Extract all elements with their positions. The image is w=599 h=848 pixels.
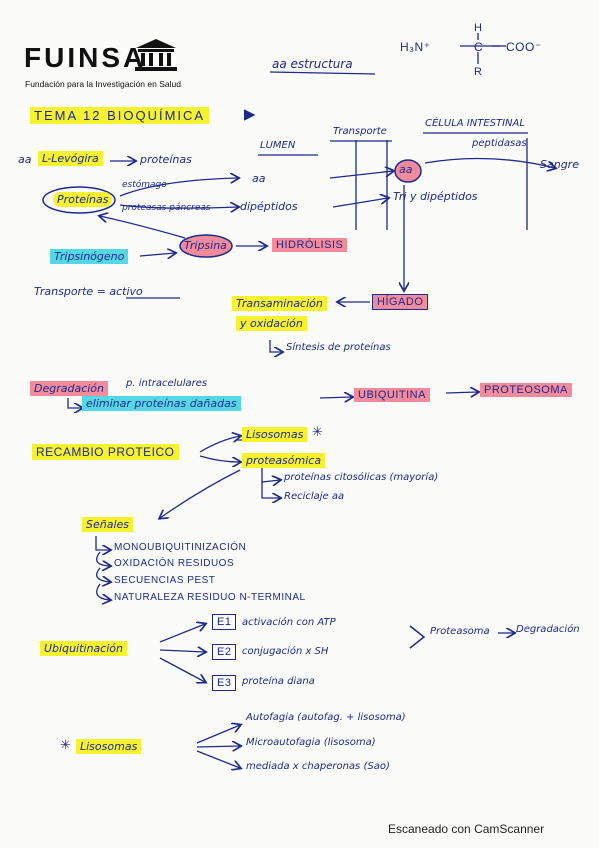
page-title: TEMA 12 BIOQUÍMICA <box>30 107 210 124</box>
logo-subtitle: Fundación para la Investigación en Salud <box>25 79 181 89</box>
note-higado: HÍGADO <box>372 294 429 310</box>
note-estomago: estómago <box>122 180 167 190</box>
logo-name: FUINSA <box>24 42 147 73</box>
note-reciclaje: Reciclaje aa <box>284 491 345 502</box>
signal-4: NATURALEZA RESIDUO N-TERMINAL <box>114 592 306 603</box>
formula-top: H <box>474 22 483 34</box>
note-transaminacion: Transaminación <box>232 296 327 311</box>
header-transport: Transporte <box>333 126 387 137</box>
e1-text: activación con ATP <box>242 617 336 628</box>
note-proteinas: proteínas <box>140 153 192 166</box>
note-microautofagia: Microautofagia (lisosoma) <box>246 737 376 748</box>
note-tripsina: Tripsina <box>184 239 227 252</box>
e3-box: E3 <box>212 675 237 691</box>
note-sintesis: Síntesis de proteínas <box>286 342 391 353</box>
formula-bottom: R <box>474 66 483 78</box>
header-lumen: LUMEN <box>260 140 296 151</box>
e2-box: E2 <box>212 644 237 660</box>
e2-text: conjugación x SH <box>242 646 329 657</box>
note-l-levogira: L-Levógira <box>38 151 103 166</box>
note-elimina: eliminar proteínas dañadas <box>82 396 241 411</box>
asterisk2-icon: ✳ <box>60 738 71 753</box>
note-degradacion2: Degradación <box>516 624 580 635</box>
e1-box: E1 <box>212 614 237 630</box>
signal-1: MONOUBIQUITINIZACIÓN <box>114 542 247 553</box>
note-proteasoma: Proteasoma <box>430 626 490 637</box>
note-recambio: RECAMBIO PROTEICO <box>32 444 179 460</box>
formula-c: C <box>474 40 484 54</box>
note-citosolicas: proteínas citosólicas (mayoría) <box>284 472 439 483</box>
note-pancreas: proteasas páncreas <box>122 203 211 213</box>
note-aa-circle: aa <box>399 163 413 176</box>
signal-3: SECUENCIAS PEST <box>114 575 216 586</box>
note-peptidasas: peptidasas <box>472 138 527 149</box>
note-chaperonas: mediada x chaperonas (Sao) <box>246 761 390 772</box>
note-ubiquitinacion: Ubiquitinación <box>40 641 127 656</box>
note-degradacion: Degradación <box>30 381 109 396</box>
note-proteosoma: PROTEOSOMA <box>480 383 572 397</box>
signal-2: OXIDACIÓN RESIDUOS <box>114 558 235 569</box>
note-intracelulares: p. intracelulares <box>126 378 208 389</box>
note-tri-di: Tri y dipéptidos <box>393 190 478 203</box>
footer-watermark: Escaneado con CamScanner <box>388 822 545 836</box>
note-hidrolisis: HIDRÓLISIS <box>272 238 348 252</box>
note-autofagia: Autofagia (autofag. + lisosoma) <box>246 712 406 723</box>
formula-right: COO⁻ <box>506 40 542 54</box>
asterisk-icon: ✳ <box>312 425 323 440</box>
note-lisosomas: Lisosomas <box>242 427 308 442</box>
note-ubiquitina: UBIQUITINA <box>354 388 430 402</box>
note-proteasomica: proteasómica <box>242 453 326 468</box>
note-dipeptidos: dipéptidos <box>240 200 298 213</box>
note-oxidacion: y oxidación <box>236 316 307 331</box>
note-aa: aa <box>18 153 32 166</box>
note-proteinas-oval: Proteínas <box>53 192 113 207</box>
logo-building-icon <box>132 38 180 72</box>
header-cell: CÉLULA INTESTINAL <box>425 118 525 129</box>
note-aa-free: aa <box>252 172 266 185</box>
note-transporte: Transporte = activo <box>34 285 143 298</box>
note-sangre: Sangre <box>540 158 579 171</box>
note-tripsinogeno: Tripsinógeno <box>50 249 129 264</box>
note-senales: Señales <box>82 517 134 532</box>
e3-text: proteína diana <box>242 676 315 687</box>
structure-label: aa estructura <box>272 57 353 71</box>
note-lisosomas2: Lisosomas <box>76 739 142 754</box>
logo: FUINSA <box>24 42 146 74</box>
formula-left: H₃N⁺ <box>400 40 431 54</box>
